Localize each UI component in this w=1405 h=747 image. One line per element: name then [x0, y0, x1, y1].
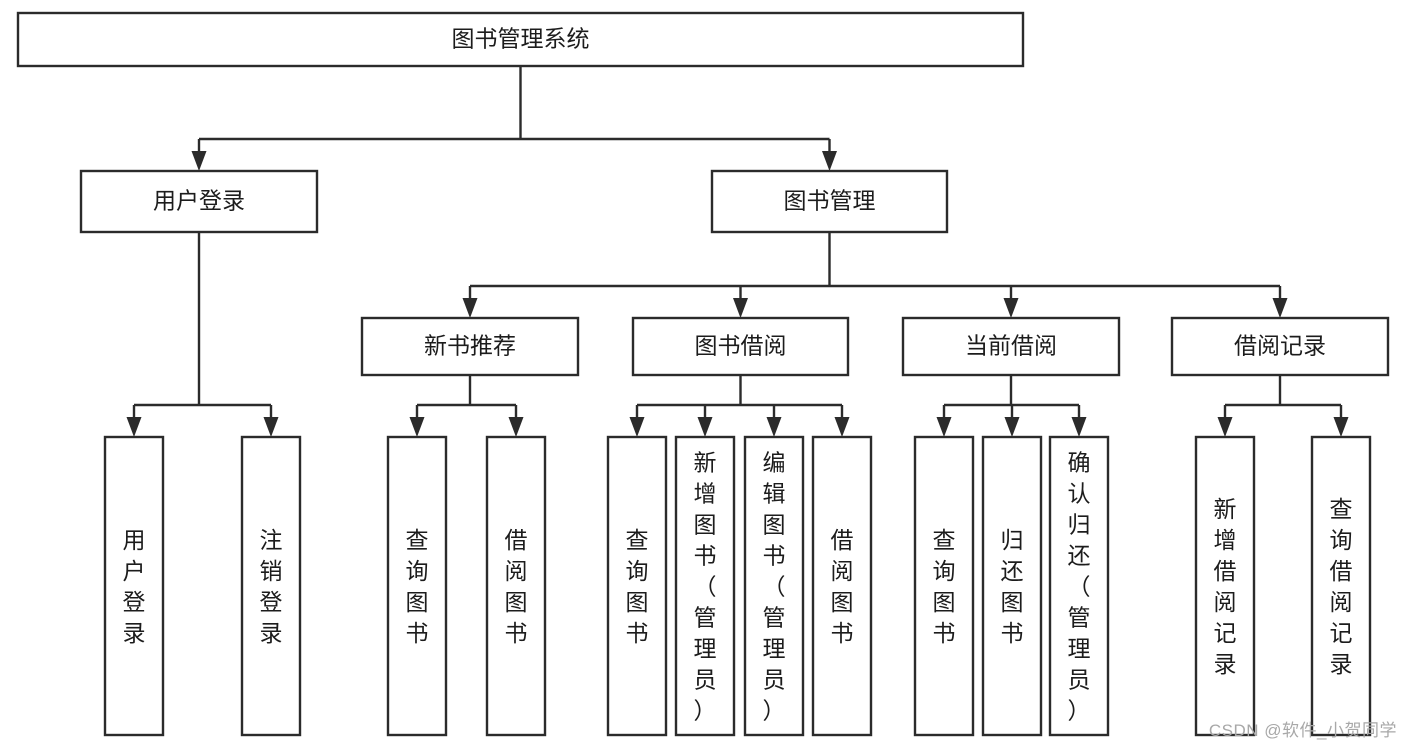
node-label: 图书管理系统 — [452, 26, 590, 52]
node-box — [674, 435, 736, 737]
connector-layer — [126, 66, 1349, 437]
node-layer: 图书管理系统用户登录图书管理新书推荐图书借阅当前借阅借阅记录用户登录注销登录查询… — [16, 11, 1390, 737]
node-leaf9[interactable]: 查询图书 — [913, 435, 975, 737]
node-box — [710, 169, 949, 234]
node-box — [1170, 316, 1390, 377]
node-leaf4[interactable]: 借阅图书 — [485, 435, 547, 737]
node-label: 查询图书 — [406, 527, 429, 646]
node-box — [1048, 435, 1110, 737]
node-label: 新增借阅记录 — [1214, 496, 1237, 677]
node-box — [1310, 435, 1372, 737]
node-leaf3[interactable]: 查询图书 — [386, 435, 448, 737]
node-label: 图书管理 — [784, 188, 876, 214]
node-label: 用户登录 — [153, 188, 245, 214]
node-label: 新书推荐 — [424, 333, 516, 359]
csdn-watermark: CSDN @软件_小贺同学 — [1208, 721, 1397, 740]
node-leaf1[interactable]: 用户登录 — [103, 435, 165, 737]
node-box — [981, 435, 1043, 737]
node-box — [901, 316, 1121, 377]
node-leaf13[interactable]: 查询借阅记录 — [1310, 435, 1372, 737]
node-label: 确认归还（管理员） — [1068, 450, 1091, 724]
node-box — [606, 435, 668, 737]
node-box — [743, 435, 805, 737]
node-label: 编辑图书（管理员） — [763, 450, 786, 724]
node-leaf12[interactable]: 新增借阅记录 — [1194, 435, 1256, 737]
node-root[interactable]: 图书管理系统 — [16, 11, 1025, 68]
node-box — [240, 435, 302, 737]
node-label: 新增图书（管理员） — [694, 450, 717, 724]
node-label: 当前借阅 — [965, 333, 1057, 359]
node-label: 查询图书 — [626, 527, 649, 646]
node-label: 借阅图书 — [505, 527, 528, 646]
node-records[interactable]: 借阅记录 — [1170, 316, 1390, 377]
node-box — [103, 435, 165, 737]
node-box — [913, 435, 975, 737]
node-label: 注销登录 — [260, 527, 283, 646]
node-label: 借阅记录 — [1234, 333, 1326, 359]
node-box — [631, 316, 850, 377]
node-leaf5[interactable]: 查询图书 — [606, 435, 668, 737]
node-leaf2[interactable]: 注销登录 — [240, 435, 302, 737]
node-login[interactable]: 用户登录 — [79, 169, 319, 234]
node-label: 用户登录 — [123, 527, 146, 646]
node-box — [485, 435, 547, 737]
node-leaf11[interactable]: 确认归还（管理员） — [1048, 435, 1110, 737]
node-newbook[interactable]: 新书推荐 — [360, 316, 580, 377]
node-borrow[interactable]: 图书借阅 — [631, 316, 850, 377]
node-leaf10[interactable]: 归还图书 — [981, 435, 1043, 737]
node-box — [16, 11, 1025, 68]
node-current[interactable]: 当前借阅 — [901, 316, 1121, 377]
node-box — [811, 435, 873, 737]
node-leaf6[interactable]: 新增图书（管理员） — [674, 435, 736, 737]
node-leaf8[interactable]: 借阅图书 — [811, 435, 873, 737]
node-label: 归还图书 — [1001, 527, 1024, 646]
node-box — [386, 435, 448, 737]
node-leaf7[interactable]: 编辑图书（管理员） — [743, 435, 805, 737]
node-box — [1194, 435, 1256, 737]
node-box — [360, 316, 580, 377]
node-label: 查询借阅记录 — [1330, 496, 1353, 677]
node-label: 图书借阅 — [695, 333, 787, 359]
node-label: 借阅图书 — [831, 527, 854, 646]
node-box — [79, 169, 319, 234]
node-label: 查询图书 — [933, 527, 956, 646]
node-bookmgmt[interactable]: 图书管理 — [710, 169, 949, 234]
